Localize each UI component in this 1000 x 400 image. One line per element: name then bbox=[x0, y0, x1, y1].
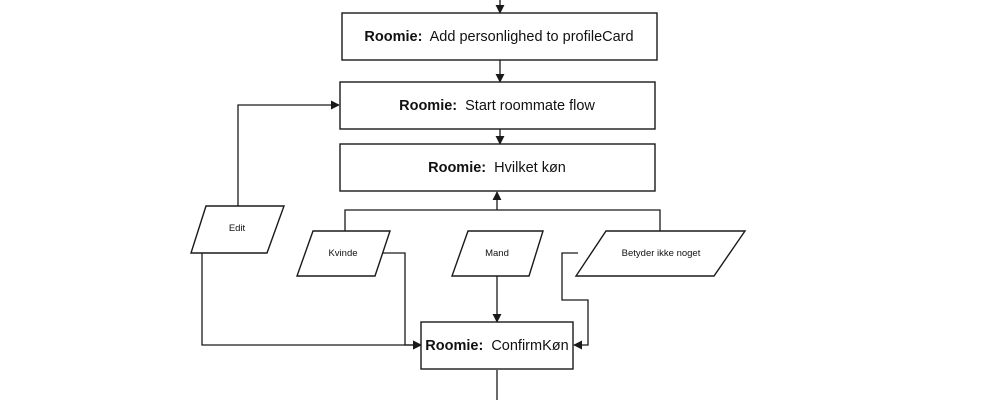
node-profile-card-prefix: Roomie: bbox=[364, 29, 422, 45]
edge-edit-to-confirm-kon bbox=[201, 253, 422, 350]
svg-text:Roomie: ConfirmKøn: Roomie: ConfirmKøn bbox=[425, 338, 568, 354]
svg-text:Roomie: Add personlighed: Roomie: Add personlighed to profileCard bbox=[364, 29, 633, 45]
edge-edit-to-start-flow bbox=[237, 100, 340, 206]
option-betyder-ikke-noget-label: Betyder ikke noget bbox=[622, 248, 701, 259]
node-hvilket-kon-label: Hvilket køn bbox=[494, 160, 566, 176]
option-edit-label: Edit bbox=[229, 223, 246, 234]
option-kvinde: Kvinde bbox=[296, 230, 391, 277]
option-edit: Edit bbox=[190, 205, 285, 254]
svg-text:Roomie: Hvilket køn: Roomie: Hvilket køn bbox=[428, 160, 566, 176]
node-start-flow-prefix: Roomie: bbox=[399, 98, 457, 114]
svg-text:Roomie: Start roommate f: Roomie: Start roommate flow bbox=[399, 98, 595, 114]
edges bbox=[201, 0, 661, 400]
edge-betyder-to-confirm-kon bbox=[561, 252, 589, 350]
edge-kvinde-to-confirm-kon bbox=[383, 252, 422, 350]
node-hvilket-kon: Roomie: Hvilket køn bbox=[339, 143, 656, 192]
node-start-flow: Roomie: Start roommate flow bbox=[339, 81, 656, 130]
node-confirm-kon-prefix: Roomie: bbox=[425, 338, 483, 354]
option-mand-label: Mand bbox=[485, 248, 509, 259]
node-profile-card-label: Add personlighed to profileCard bbox=[430, 29, 634, 45]
node-confirm-kon-label: ConfirmKøn bbox=[491, 338, 568, 354]
node-start-flow-label: Start roommate flow bbox=[465, 98, 595, 114]
node-profile-card: Roomie: Add personlighed to profileCard bbox=[341, 12, 658, 61]
node-confirm-kon: Roomie: ConfirmKøn bbox=[420, 321, 574, 370]
option-betyder-ikke-noget: Betyder ikke noget bbox=[574, 230, 747, 277]
option-mand: Mand bbox=[451, 230, 544, 277]
edge-options-bus-to-hvilket-kon bbox=[344, 209, 661, 232]
option-kvinde-label: Kvinde bbox=[328, 248, 357, 259]
node-hvilket-kon-prefix: Roomie: bbox=[428, 160, 486, 176]
